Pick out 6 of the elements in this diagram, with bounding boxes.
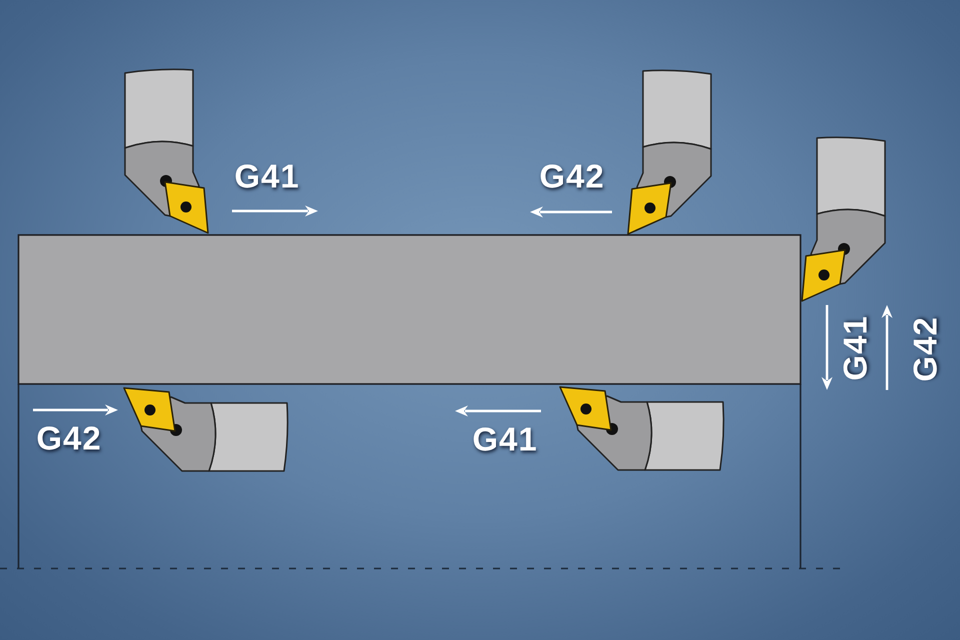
- g-code-label: G41: [234, 160, 300, 192]
- g-code-label: G42: [539, 160, 605, 192]
- g-code-label: G41: [838, 315, 872, 381]
- g-code-label: G42: [908, 316, 942, 382]
- g-code-label: G42: [36, 422, 102, 454]
- g-code-label: G41: [472, 422, 538, 456]
